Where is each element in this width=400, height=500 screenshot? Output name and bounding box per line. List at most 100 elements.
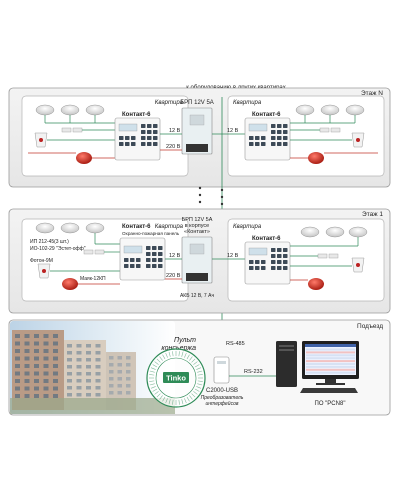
floor-n-right-panel-label: Контакт-6	[252, 112, 281, 118]
window	[15, 356, 20, 361]
window	[15, 379, 20, 383]
keypad-key	[152, 258, 157, 262]
window	[109, 370, 114, 374]
keypad-key	[255, 260, 260, 264]
panel-display	[248, 123, 268, 132]
magnetic-contact-icon	[94, 249, 105, 255]
window	[117, 370, 122, 374]
ellipsis-dot	[220, 188, 224, 192]
keypad-key	[153, 136, 158, 140]
keypad-icon	[123, 245, 163, 268]
seal-tick	[194, 388, 200, 392]
window	[95, 379, 101, 383]
keypad-key	[283, 266, 288, 270]
magnetic-contact-icon	[61, 127, 72, 133]
ground-strip	[10, 398, 175, 414]
keypad-key	[153, 130, 158, 134]
keypad-key	[271, 254, 276, 258]
floor-1-label: Этаж 1	[362, 211, 383, 218]
window	[53, 334, 58, 338]
screen-row	[306, 348, 355, 351]
keypad-key	[249, 266, 254, 270]
floor-n-label: Этаж N	[361, 90, 383, 97]
floor-n-psu: БРП 12V 5A	[180, 100, 214, 155]
window	[95, 365, 101, 369]
keypad-key	[261, 142, 266, 146]
window	[109, 377, 114, 381]
seal-tick	[194, 364, 200, 368]
seal-tick	[165, 398, 168, 404]
keypad-key	[136, 258, 141, 262]
window	[76, 379, 82, 383]
floor-n-wire-12-label: 12 В	[169, 128, 181, 134]
seal-tick	[186, 354, 190, 360]
keypad-key	[261, 136, 266, 140]
psu-board-icon	[189, 243, 205, 255]
floor-1-psu: БРП 12V 5A в корпусе «Контакт» АКБ 12 В,…	[180, 217, 214, 299]
c2000-usb-converter: С2000-USB Преобразователь интерфейсов	[201, 356, 244, 407]
smoke-detector-icon	[345, 104, 365, 116]
floor-1-right-panel-label: Контакт-6	[252, 236, 281, 242]
psu-box	[181, 236, 213, 284]
keypad-key	[249, 142, 254, 146]
window	[67, 386, 72, 390]
keypad-key	[147, 130, 152, 134]
keypad-key	[147, 124, 152, 128]
seal-tick	[197, 374, 203, 376]
keypad-key	[158, 246, 163, 250]
keypad-key	[283, 136, 288, 140]
floor-n-left-panel: Контакт-6	[114, 112, 161, 161]
window	[109, 356, 114, 360]
panel-display	[248, 247, 268, 256]
seal-tick	[184, 398, 187, 404]
floor-1-right-sensors	[290, 253, 365, 273]
keypad-key	[283, 130, 288, 134]
seal-tick	[178, 351, 180, 357]
window	[67, 358, 72, 362]
panel-display	[123, 245, 143, 254]
window	[86, 365, 91, 369]
window	[43, 379, 49, 383]
window	[67, 365, 72, 369]
keypad-key	[255, 136, 260, 140]
window	[126, 363, 131, 367]
window	[76, 351, 82, 355]
floor-1-wire-220-label: 220 В	[166, 273, 181, 279]
window	[95, 372, 101, 376]
keypad-key	[255, 266, 260, 270]
window	[43, 341, 49, 346]
window	[34, 349, 39, 353]
keypad-key	[125, 142, 130, 146]
window	[86, 372, 91, 376]
window	[126, 391, 131, 395]
window	[86, 344, 91, 348]
window	[15, 371, 20, 376]
magnetic-contact-icon	[83, 249, 94, 255]
seal-tick	[154, 361, 159, 365]
window	[15, 386, 20, 391]
screen-row	[306, 357, 355, 360]
entrance-label: Подъезд	[357, 323, 383, 330]
window	[43, 386, 49, 391]
ellipsis-dot	[198, 193, 202, 197]
keypad-key	[136, 264, 141, 268]
floor-1-right-siren	[290, 278, 324, 290]
keypad-key	[255, 142, 260, 146]
window	[15, 334, 20, 338]
smoke-detector-icon	[60, 104, 80, 116]
window	[95, 358, 101, 362]
window	[43, 394, 49, 398]
seal-tick	[189, 356, 193, 361]
screen-row	[306, 368, 355, 371]
seal-tick	[193, 391, 198, 395]
window	[24, 356, 30, 361]
window	[86, 379, 91, 383]
keypad-key	[124, 264, 129, 268]
keypad-key	[131, 136, 136, 140]
keypad-key	[277, 124, 282, 128]
seal-tick	[197, 380, 203, 382]
keypad-key	[130, 258, 135, 262]
floor-1-battery-label: АКБ 12 В, 7 Ач	[180, 293, 214, 299]
seal-ring-pattern	[149, 351, 203, 405]
